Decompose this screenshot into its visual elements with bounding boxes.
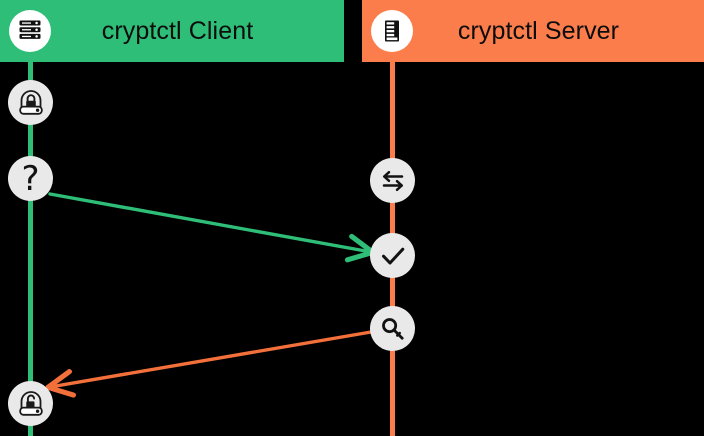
step-node-client-unlocked-disk[interactable] xyxy=(8,381,53,426)
lifeline-client xyxy=(28,62,33,436)
step-node-server-validated[interactable] xyxy=(370,233,415,278)
key-icon xyxy=(378,314,408,344)
server-rack-icon xyxy=(371,10,413,52)
exchange-arrows-icon xyxy=(378,166,408,196)
step-node-server-key-exchange[interactable] xyxy=(370,158,415,203)
check-mark-icon xyxy=(378,241,408,271)
participant-header-client[interactable]: cryptctl Client xyxy=(0,0,344,62)
participant-title-server: cryptctl Server xyxy=(457,16,620,45)
participant-title-client: cryptctl Client xyxy=(101,16,254,45)
locked-disk-icon xyxy=(16,88,46,118)
step-node-client-encrypted-disk[interactable] xyxy=(8,80,53,125)
server-rack-icon xyxy=(9,10,51,52)
question-mark-icon: ? xyxy=(21,158,40,199)
step-node-server-key-release[interactable] xyxy=(370,306,415,351)
step-node-client-key-request[interactable]: ? xyxy=(8,156,53,201)
message-arrow-response xyxy=(45,330,373,398)
unlocked-disk-icon xyxy=(16,389,46,419)
message-arrow-request xyxy=(48,192,376,263)
participant-header-server[interactable]: cryptctl Server xyxy=(362,0,704,62)
